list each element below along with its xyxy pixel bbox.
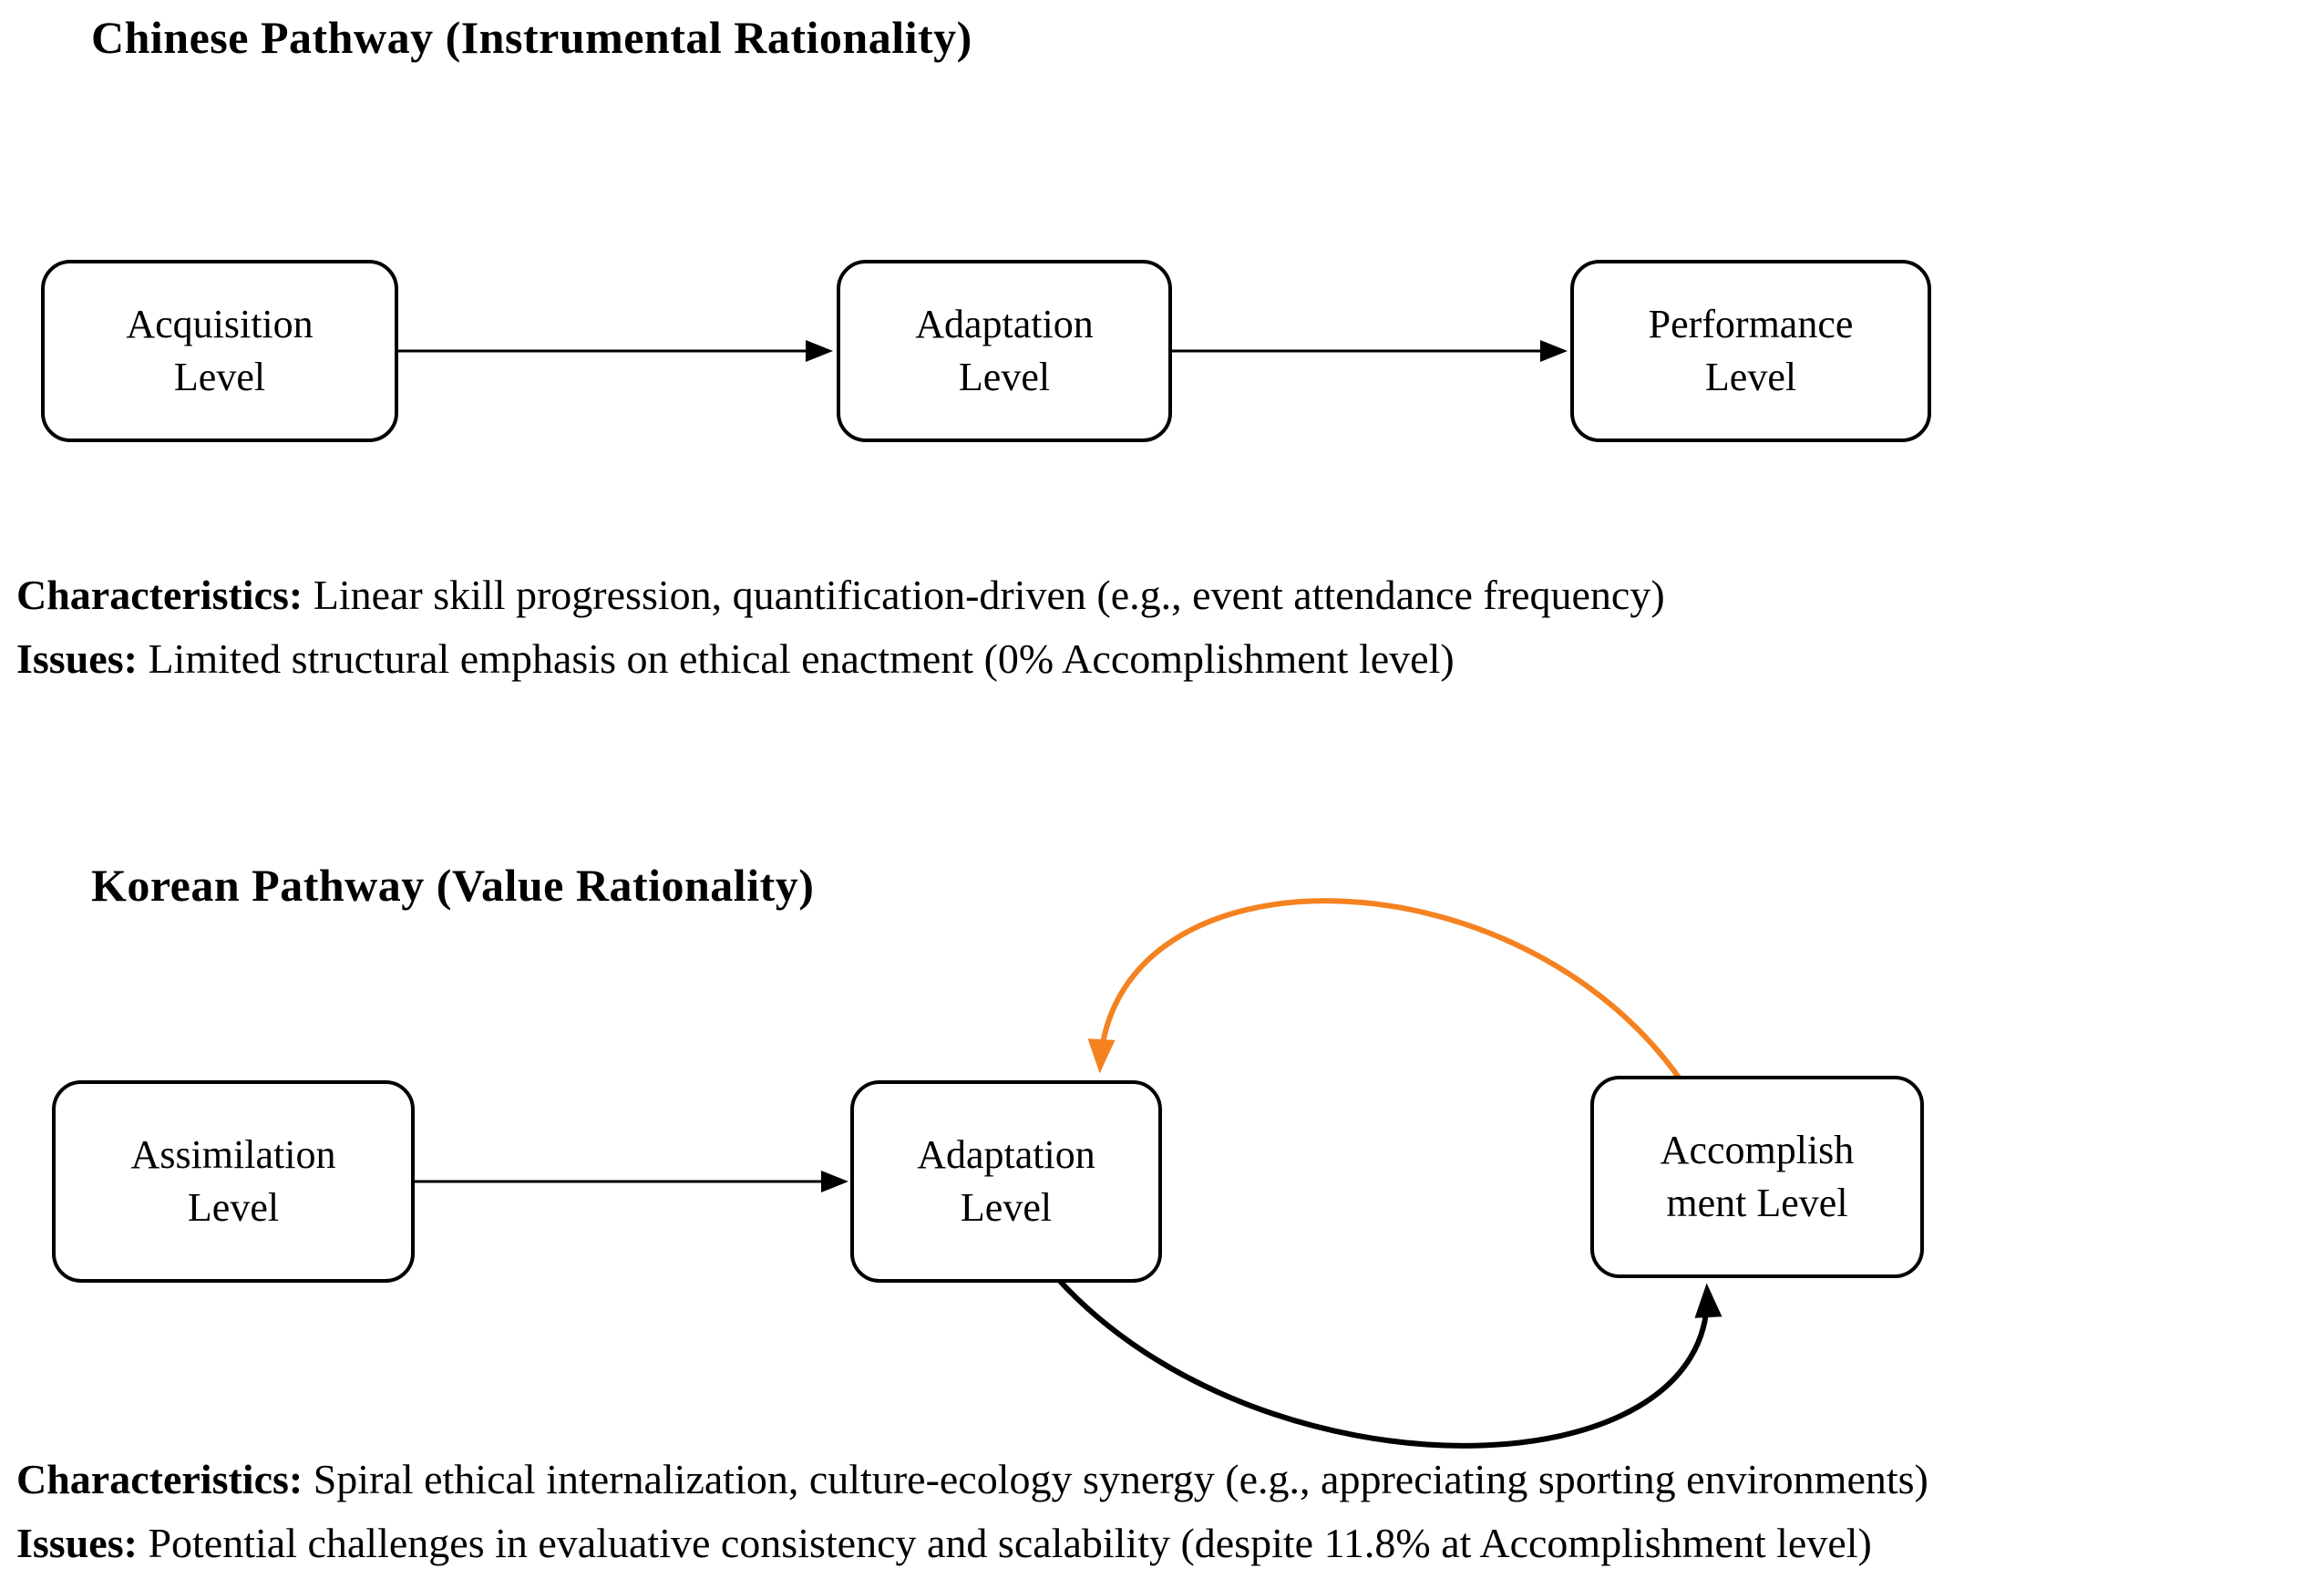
node-adaptation-level-korean: Adaptation Level: [850, 1080, 1162, 1283]
characteristics-label: Characteristics:: [16, 1456, 303, 1502]
issues-label: Issues:: [16, 1520, 138, 1566]
korean-issues-line: Issues: Potential challenges in evaluati…: [16, 1519, 1872, 1567]
node-adaptation-level-chinese: Adaptation Level: [837, 260, 1172, 442]
chinese-pathway-title: Chinese Pathway (Instrumental Rationalit…: [91, 12, 972, 63]
node-label: Performance Level: [1648, 301, 1854, 399]
issues-text: Limited structural emphasis on ethical e…: [137, 635, 1455, 682]
korean-characteristics-line: Characteristics: Spiral ethical internal…: [16, 1455, 1928, 1503]
node-assimilation-level: Assimilation Level: [52, 1080, 415, 1283]
node-label: Accomplish ment Level: [1660, 1127, 1855, 1225]
korean-pathway-title: Korean Pathway (Value Rationality): [91, 860, 815, 911]
characteristics-text: Linear skill progression, quantification…: [303, 572, 1665, 618]
chinese-issues-line: Issues: Limited structural emphasis on e…: [16, 635, 1455, 683]
characteristics-label: Characteristics:: [16, 572, 303, 618]
node-label: Acquisition Level: [126, 301, 314, 399]
issues-text: Potential challenges in evaluative consi…: [137, 1520, 1872, 1566]
node-accomplishment-level: Accomplish ment Level: [1590, 1076, 1924, 1278]
node-label: Assimilation Level: [130, 1131, 336, 1230]
node-performance-level: Performance Level: [1570, 260, 1931, 442]
node-label: Adaptation Level: [917, 1131, 1095, 1230]
characteristics-text: Spiral ethical internalization, culture-…: [303, 1456, 1928, 1502]
arrow-adaptation-to-accomplishment-curve: [1054, 1275, 1722, 1449]
chinese-characteristics-line: Characteristics: Linear skill progressio…: [16, 571, 1665, 619]
arrow-accomplishment-to-adaptation-curve: [1087, 898, 1684, 1083]
node-label: Adaptation Level: [915, 301, 1094, 399]
issues-label: Issues:: [16, 635, 138, 682]
node-acquisition-level: Acquisition Level: [41, 260, 398, 442]
